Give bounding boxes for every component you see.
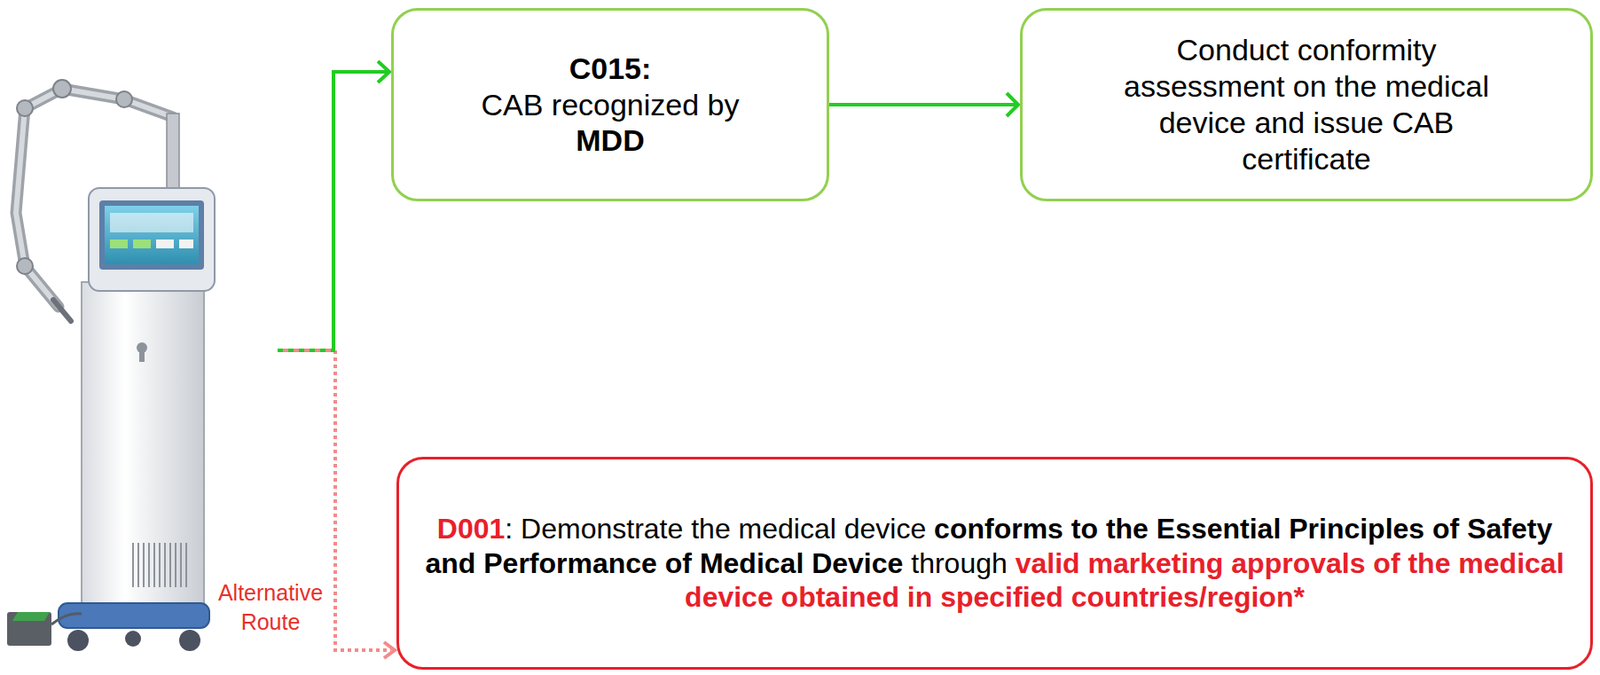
arm-joint [16, 258, 33, 275]
node-text: CAB recognized by MDD [464, 86, 756, 160]
connector [829, 93, 1019, 117]
route-lines [277, 61, 395, 659]
route-label: Alternative Route [211, 578, 330, 636]
arrow-head [377, 61, 390, 83]
route-start-line [277, 348, 336, 353]
process-box: Conduct conformity assessment on the med… [1019, 7, 1593, 202]
pedal-top [12, 611, 50, 621]
cabinet-body [81, 282, 204, 607]
cab-box: C015:CAB recognized by MDD [391, 7, 830, 202]
screen-panel [109, 212, 194, 233]
arm-joint [53, 79, 71, 98]
laser-device [7, 79, 215, 651]
control-head [88, 188, 215, 291]
connector-line [829, 102, 1019, 107]
touch-screen [104, 205, 199, 265]
screen-button [133, 239, 151, 249]
pedal-cable [51, 613, 82, 625]
node-text: : Demonstrate the medical device [504, 512, 926, 545]
wheel [125, 630, 142, 647]
wheel [67, 629, 89, 651]
screen-frame [99, 200, 204, 270]
route-start-line [277, 348, 336, 353]
vent-grille [133, 542, 187, 588]
main-route-line [333, 71, 389, 351]
arm-post [166, 113, 180, 194]
wheel [179, 629, 201, 651]
alternative-box: D001: Demonstrate the medical device con… [396, 456, 1593, 670]
alternative-route-line [335, 350, 392, 651]
node-content: C015:CAB recognized by MDD [464, 50, 756, 159]
node-content: D001: Demonstrate the medical device con… [420, 511, 1569, 614]
screen-button [179, 239, 194, 249]
node-content: Conduct conformity assessment on the med… [1100, 31, 1513, 177]
arrow-head [384, 642, 395, 659]
arm-joint [116, 91, 133, 108]
node-text: D001 [437, 512, 506, 545]
screen-button [156, 239, 174, 249]
rolling-base [58, 603, 210, 628]
node-text: through [910, 547, 1008, 580]
node-text: C015: [464, 50, 756, 87]
handpiece-tip [53, 299, 71, 322]
node-text: Conduct conformity assessment on the med… [1100, 31, 1513, 177]
foot-pedal [7, 611, 52, 646]
arm-joint [16, 100, 33, 117]
screen-button [109, 239, 128, 249]
arrow-head [1006, 93, 1019, 117]
key [139, 347, 145, 362]
